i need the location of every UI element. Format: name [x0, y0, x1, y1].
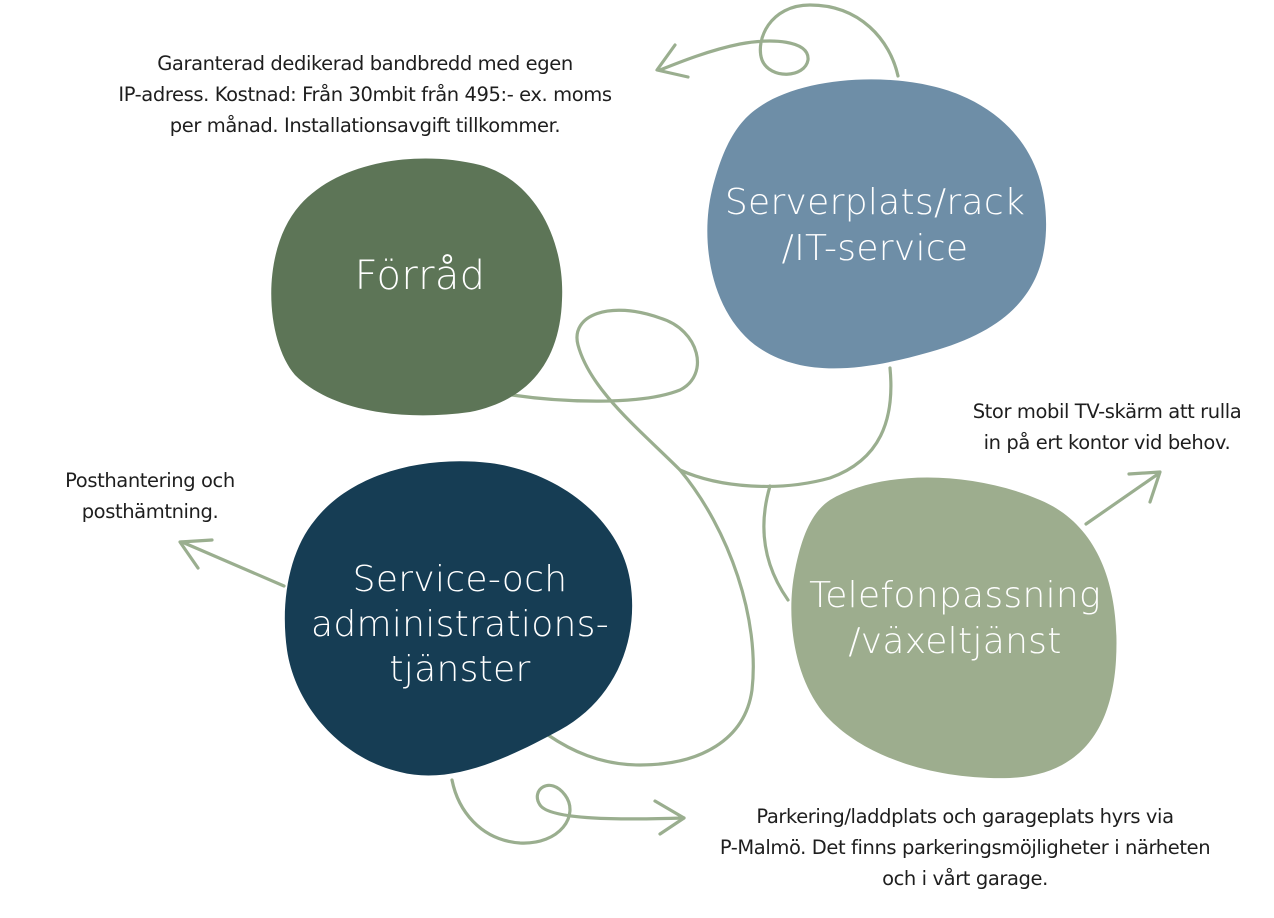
connector-forrad-to-service — [510, 308, 755, 767]
node-label-telefon: Telefonpassning /växeltjänst — [809, 575, 1101, 662]
arrow-to-server-note-icon — [655, 43, 690, 79]
note-server: Garanterad dedikerad bandbredd med egen … — [118, 52, 612, 137]
node-label-service: Service-och administrations- tjänster — [310, 559, 610, 690]
note-service: Posthantering och posthämtning. — [65, 469, 235, 523]
blob-server — [707, 79, 1047, 369]
note-parking: Parkering/laddplats och garageplats hyrs… — [719, 805, 1211, 890]
connector-service-to-note — [180, 540, 286, 588]
blob-telefon — [791, 477, 1117, 779]
connector-server-to-note — [658, 3, 900, 78]
arrow-to-telefon-note-icon — [1127, 470, 1162, 504]
arrow-to-parking-note-icon — [653, 799, 686, 836]
node-label-forrad: Förråd — [354, 253, 486, 299]
node-label-server: Serverplats/rack /IT-service — [724, 182, 1026, 269]
arrow-to-service-note-icon — [178, 538, 214, 570]
note-telefon: Stor mobil TV-skärm att rulla in på ert … — [972, 400, 1242, 454]
connector-telefon-to-note — [1084, 472, 1160, 526]
blob-service — [284, 461, 633, 776]
connector-service-to-parking — [450, 778, 686, 845]
connector-server-to-telefon — [678, 366, 893, 602]
blob-forrad — [271, 158, 563, 416]
